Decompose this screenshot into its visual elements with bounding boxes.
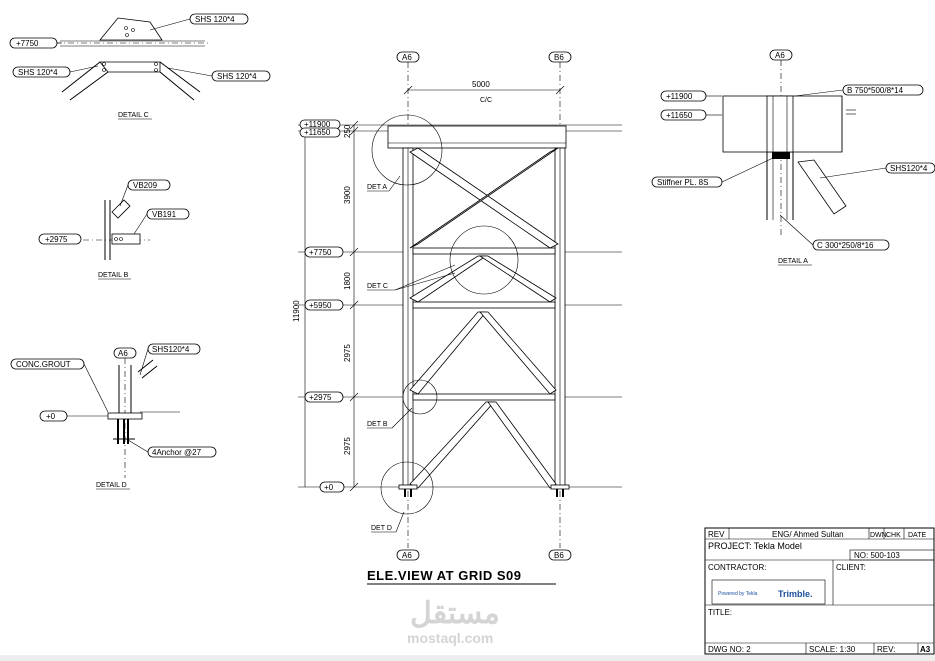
detail-a-level-11650: +11650 [666,111,693,120]
detail-b: VB209 VB191 +2975 DETAIL B [38,179,190,280]
detail-b-label-vb209: VB209 [133,181,158,190]
tb-rev-header: REV [708,530,725,539]
tb-col-dwn: DWN [870,532,887,539]
level-tag-5950: +5950 [309,301,332,310]
callout-det-a: DET A [367,184,387,191]
tb-col-chk: CHK [886,532,901,539]
tb-project: PROJECT: Tekla Model [708,541,802,551]
detail-c-caption: DETAIL C [118,112,149,119]
level-tag-11650: +11650 [304,128,331,137]
detail-a-beam-label: B 750*500/8*14 [847,86,904,95]
grid-bubble-bottom-b6: B6 [554,551,564,560]
detail-a-brace-label: SHS120*4 [890,164,928,173]
detail-c: +7750 SHS 120*4 SHS 120*4 SHS 120*4 DETA… [9,13,271,120]
segment-height-2975-upper: 2975 [343,344,352,362]
total-height-dimension: 11900 [292,300,301,322]
tb-sheet-size: A3 [920,645,931,654]
level-tag-2975: +2975 [309,393,332,402]
tb-scale: SCALE: 1:30 [809,645,856,654]
detail-d-member-label: SHS120*4 [152,345,190,354]
drawing-title: ELE.VIEW AT GRID S09 [367,568,521,583]
watermark-latin: mostaql.com [407,630,493,646]
bay-dimension-note: C/C [480,97,492,104]
detail-c-level-label: +7750 [16,39,39,48]
detail-b-caption: DETAIL B [98,272,129,279]
detail-d-grid-label: A6 [118,349,128,358]
detail-a-level-11900: +11900 [666,92,693,101]
grid-bubble-top-a6: A6 [402,53,412,62]
tb-title-label: TITLE: [708,608,732,617]
detail-b-label-vb191: VB191 [152,210,177,219]
segment-height-3900: 3900 [343,186,352,204]
detail-d-level-label: +0 [46,412,56,421]
detail-d-anchor-label: 4Anchor @27 [152,448,202,457]
tb-dwg-no: DWG NO: 2 [708,645,751,654]
segment-height-1800: 1800 [343,272,352,290]
grid-bubble-top-b6: B6 [554,53,564,62]
level-tag-0: +0 [324,483,334,492]
detail-c-label-right: SHS 120*4 [217,72,257,81]
detail-d-grout-label: CONC.GROUT [16,360,71,369]
grid-bubble-bottom-a6: A6 [402,551,412,560]
detail-d-caption: DETAIL D [96,482,127,489]
callout-det-d: DET D [371,525,392,532]
tb-col-date: DATE [908,532,926,539]
tb-rev-footer: REV: [877,645,895,654]
detail-c-label-top: SHS 120*4 [195,15,235,24]
bay-dimension: 5000 [472,80,490,89]
trimble-logo-text: Trimble. [778,589,813,599]
title-block: REV ENG/ Ahmed Sultan DWN CHK DATE PROJE… [704,527,935,655]
detail-a-column-label: C 300*250/8*16 [817,241,874,250]
elevation-view: A6 B6 A6 B6 5000 C/C 11900 250 3900 1800… [292,51,622,585]
detail-d: A6 CONC.GROUT SHS120*4 +0 4Anchor @27 DE… [10,343,217,490]
detail-a-stiffener-label: Stiffner PL. 8S [657,178,708,187]
segment-height-250: 250 [343,124,352,138]
tb-client: CLIENT: [836,563,866,572]
page-bottom-strip [0,655,935,661]
segment-height-2975-lower: 2975 [343,437,352,455]
tb-number: NO: 500-103 [854,551,900,560]
detail-c-label-left: SHS 120*4 [18,68,58,77]
level-tag-7750: +7750 [309,248,332,257]
tb-contractor: CONTRACTOR: [708,563,767,572]
detail-a-caption: DETAIL A [778,258,808,265]
watermark-arabic: مستقل [410,597,500,630]
callout-det-c: DET C [367,283,388,290]
detail-a-grid-label: A6 [775,51,785,60]
watermark: مستقل mostaql.com [407,597,500,646]
level-tag-11900: +11900 [304,120,331,129]
tb-engineer: ENG/ Ahmed Sultan [772,530,844,539]
detail-b-level-label: +2975 [45,235,68,244]
tekla-logo-text: Powered by Tekla [718,591,758,597]
callout-det-b: DET B [367,421,388,428]
detail-a: A6 +11900 +11650 B 750*500/8*14 Stiffner… [651,49,935,266]
